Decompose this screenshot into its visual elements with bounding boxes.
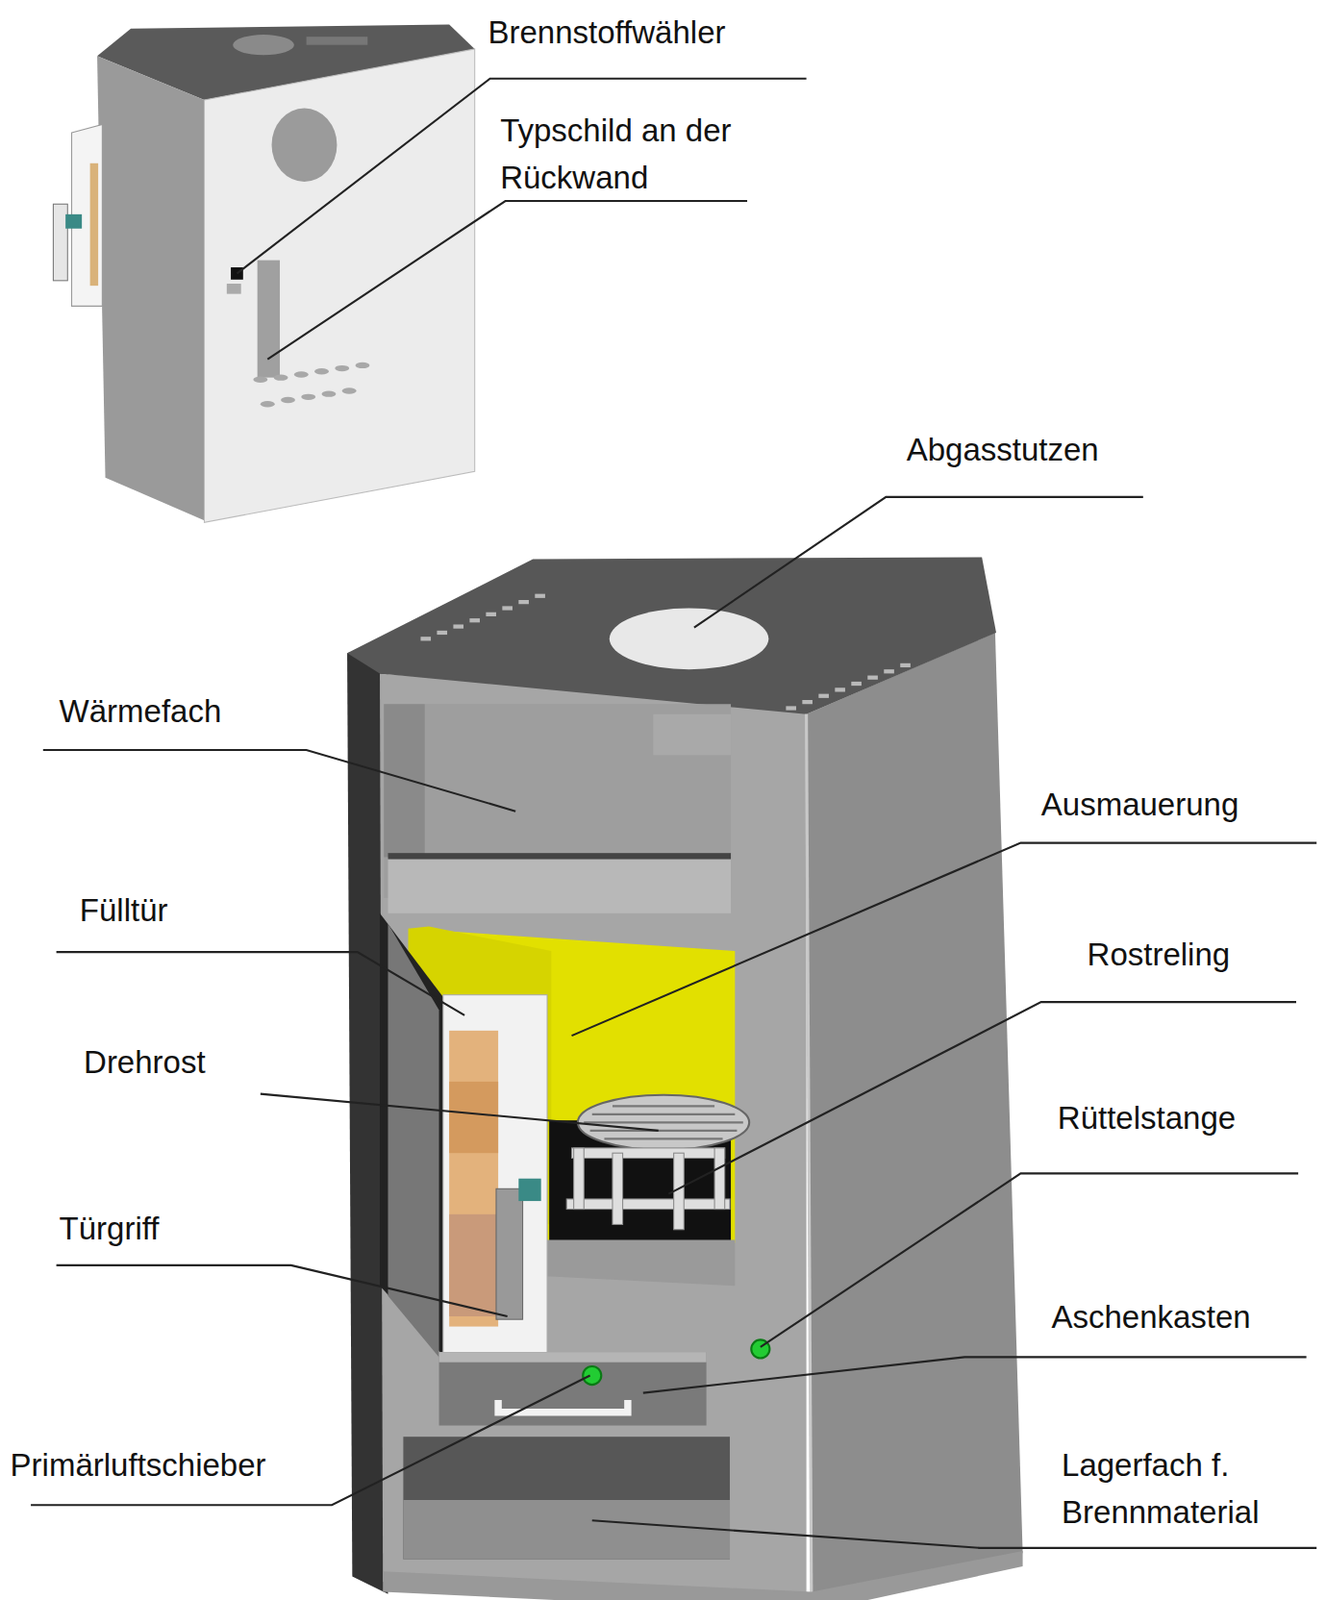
part-label: Abgasstutzen: [906, 425, 1100, 474]
leader-lines: [30, 78, 1317, 1549]
part-label: Primärluftschieber: [10, 1441, 267, 1489]
part-label: Typschild an der Rückwand: [500, 106, 775, 201]
main-stove: [347, 556, 1024, 1600]
part-label: Türgriff: [59, 1204, 160, 1252]
part-label: Drehrost: [83, 1038, 206, 1086]
part-label: Ausmauerung: [1041, 780, 1239, 828]
part-label: Rostreling: [1087, 930, 1231, 978]
part-label: Fülltür: [79, 886, 169, 934]
part-label: Lagerfach f. Brennmaterial: [1061, 1441, 1320, 1536]
part-label: Brennstoffwähler: [487, 8, 726, 56]
rear-view-stove: [52, 24, 475, 523]
part-label: Rüttelstange: [1057, 1094, 1236, 1142]
part-label: Wärmefach: [59, 687, 223, 735]
part-label: Aschenkasten: [1050, 1293, 1251, 1341]
